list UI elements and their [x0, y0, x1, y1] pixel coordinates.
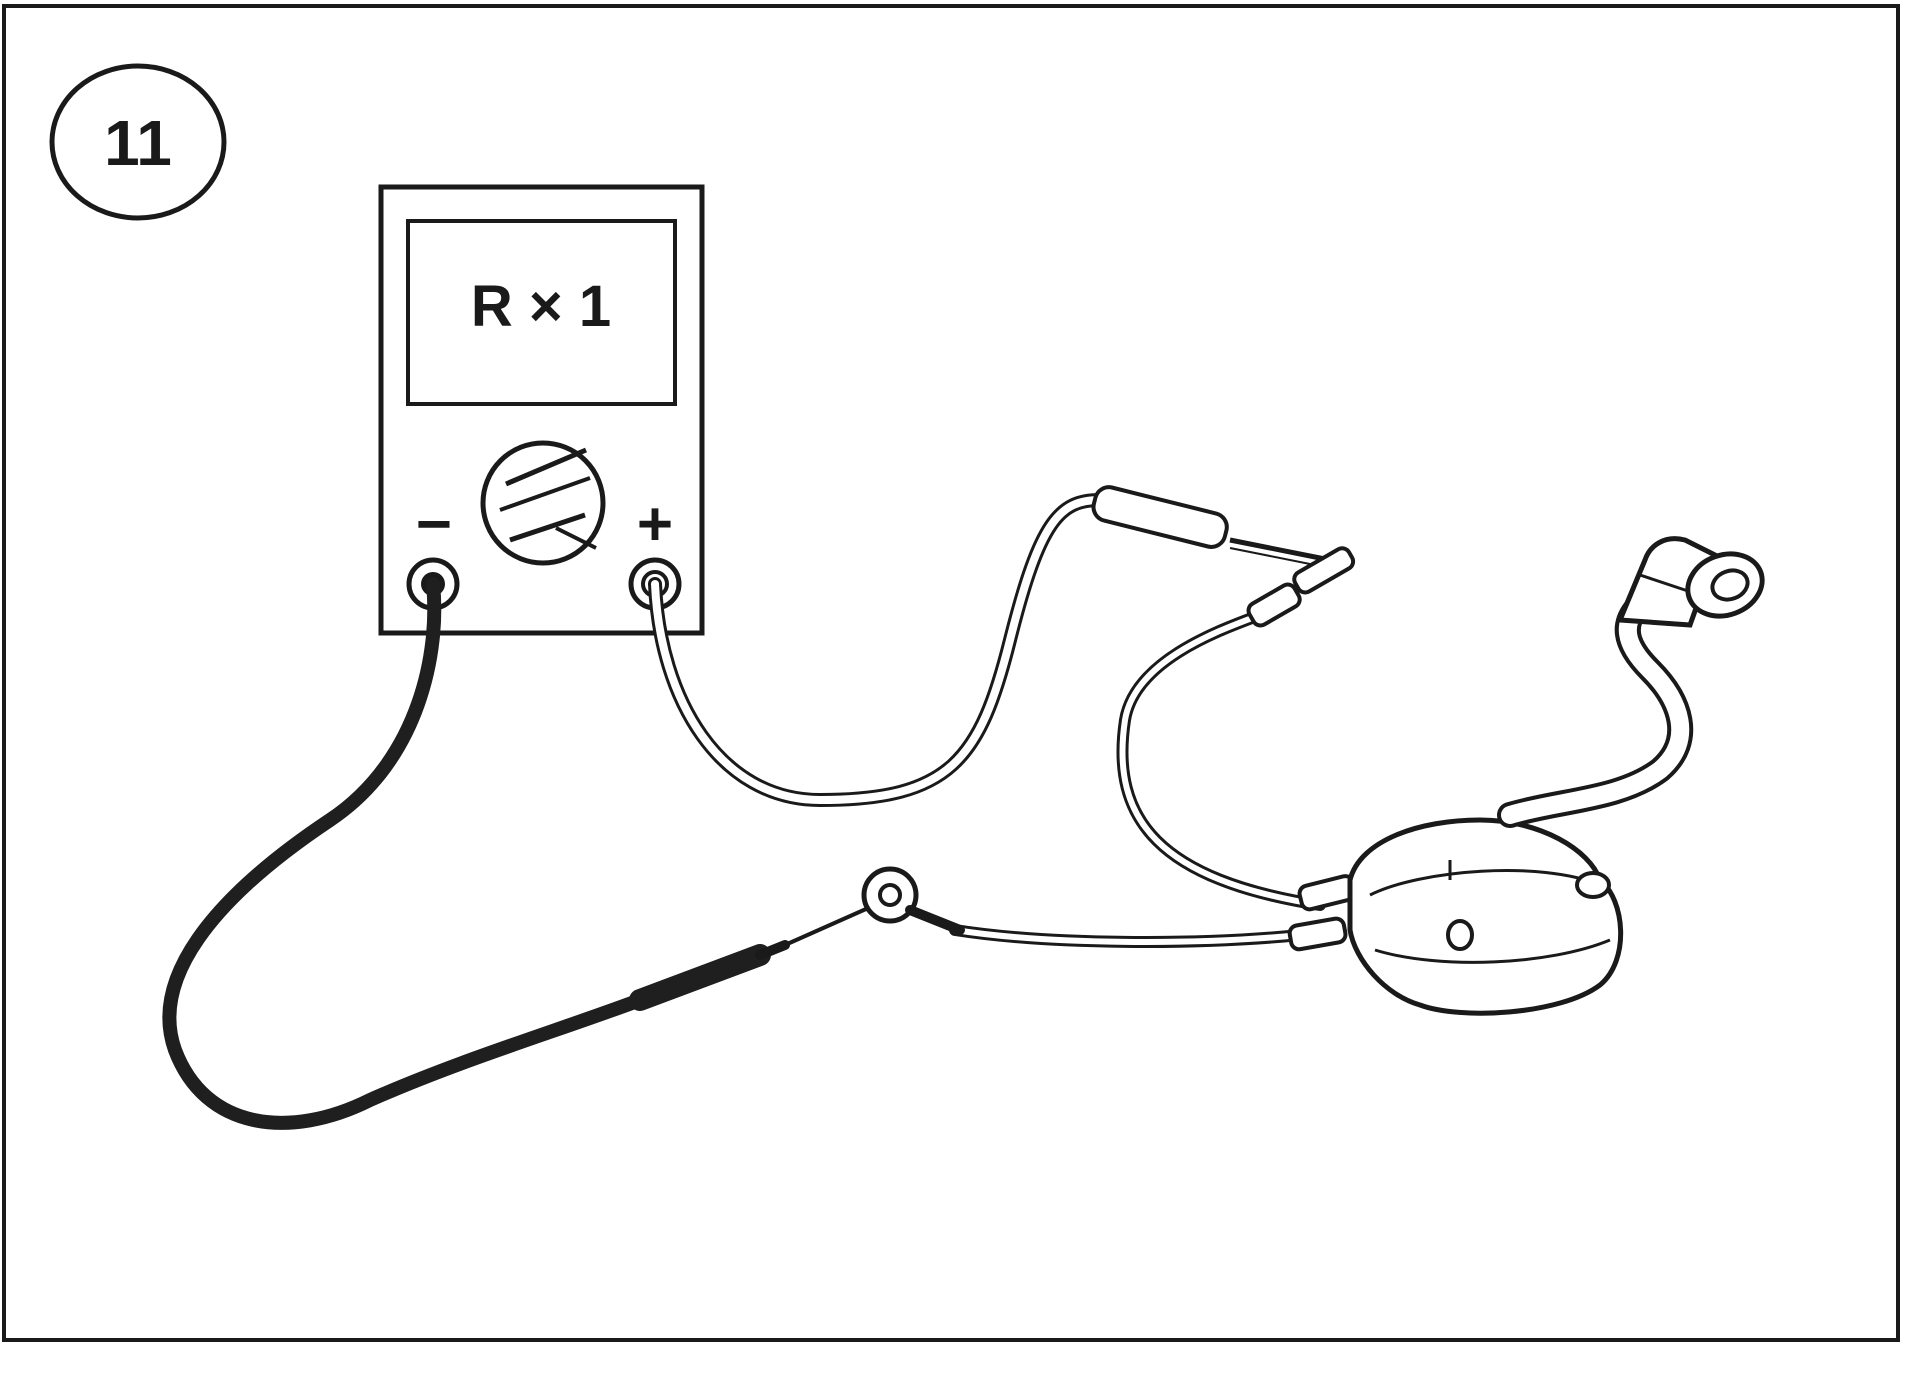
high-tension-lead	[1497, 597, 1694, 828]
figure-number-badge: 11	[49, 63, 227, 221]
multimeter: R × 1 − +	[378, 184, 705, 636]
range-selector-knob-icon	[480, 440, 606, 566]
spark-plug-cap-icon	[1616, 536, 1765, 628]
negative-test-lead	[162, 577, 876, 1130]
coil-primary-wire	[1116, 546, 1356, 911]
coil-ground-wire	[861, 866, 1358, 952]
figure-number: 11	[104, 107, 172, 179]
meter-range-label: R × 1	[471, 274, 611, 339]
ignition-coil-icon	[1347, 817, 1624, 1016]
negative-terminal-symbol: −	[416, 490, 452, 559]
ring-terminal-icon	[861, 866, 965, 935]
positive-terminal-symbol: +	[637, 490, 673, 559]
meter-display-window	[406, 219, 677, 406]
positive-test-lead	[648, 485, 1331, 808]
